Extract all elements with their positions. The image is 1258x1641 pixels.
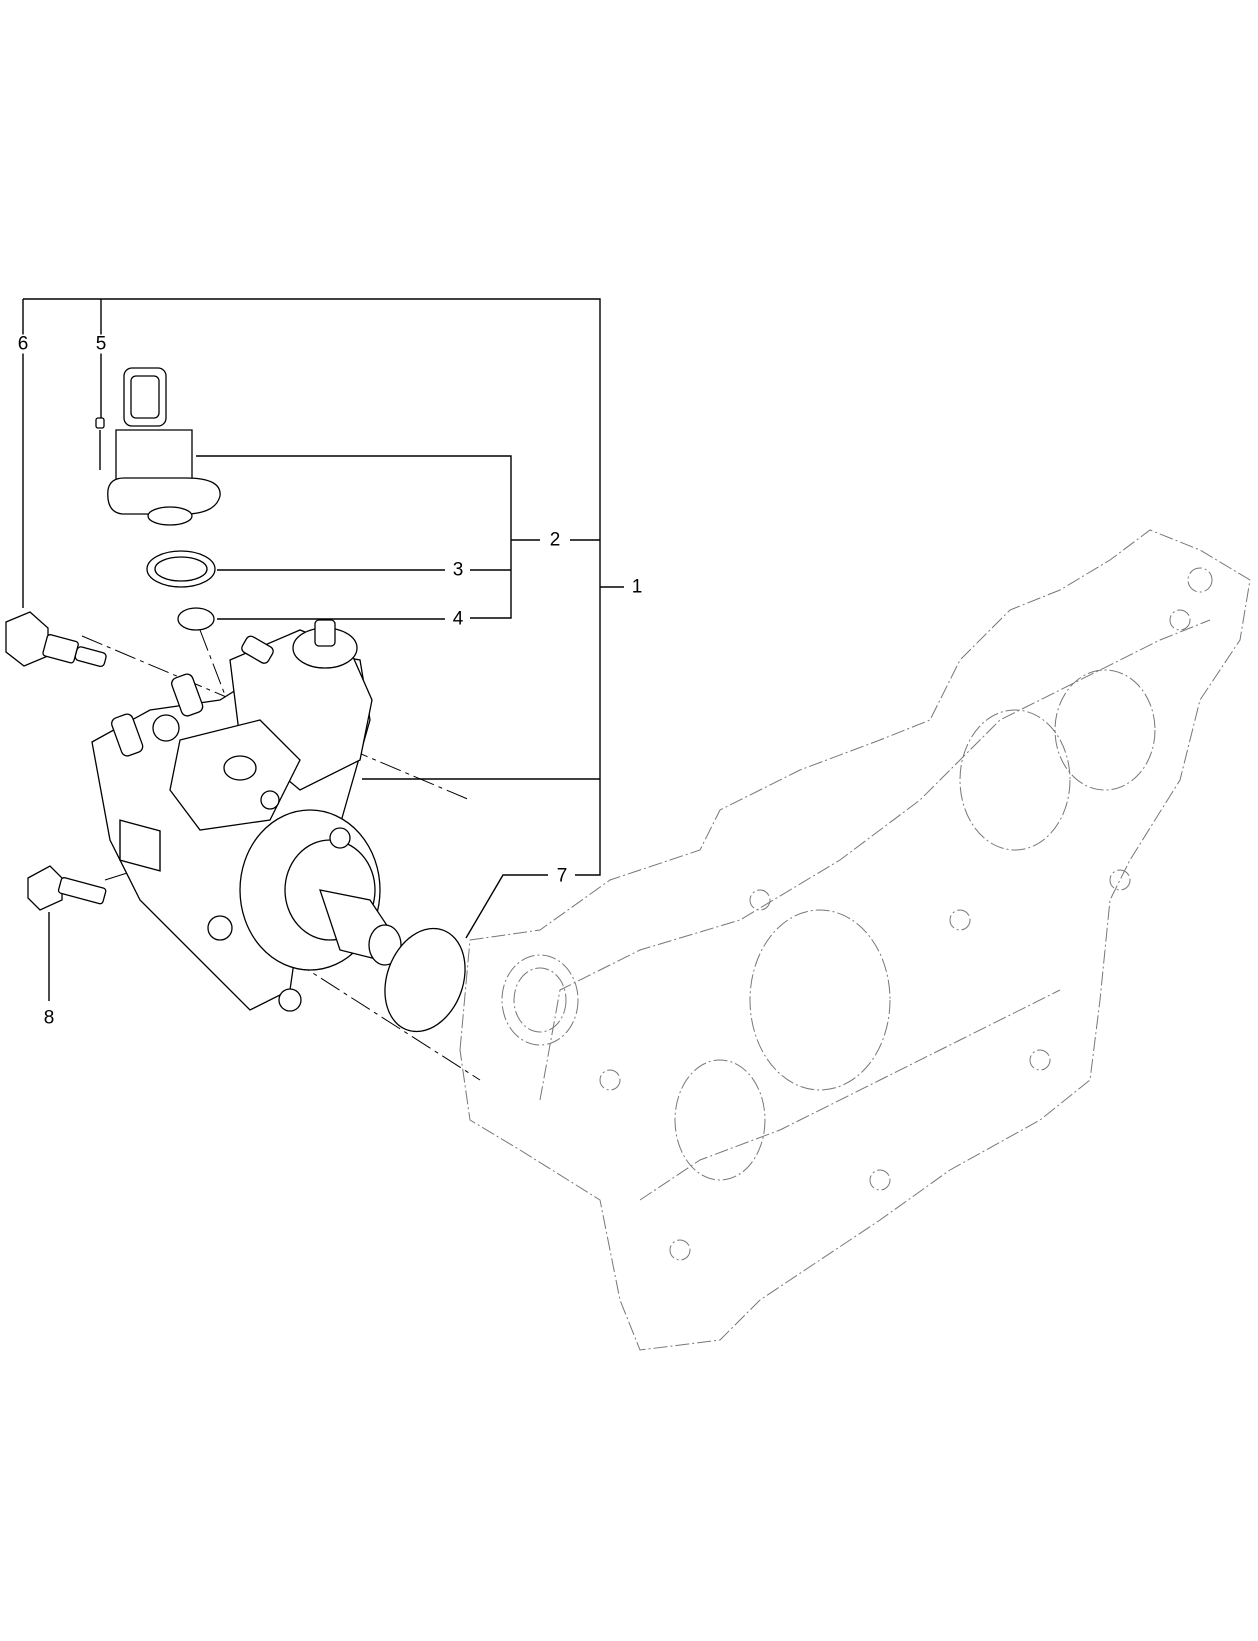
callout-8: 8 [41,1007,57,1029]
o-ring-small [177,607,215,631]
callout-7: 7 [554,865,570,887]
callout-6: 6 [15,333,31,355]
callout-3: 3 [450,559,466,581]
temperature-sensor [5,611,107,668]
high-pressure-pump [91,619,402,1012]
seal-ring [146,550,216,588]
callout-5: 5 [93,333,109,355]
o-ring-large [384,927,466,1033]
pressure-control-valve [95,367,221,526]
engine-housing-ghost [459,529,1251,1351]
callout-2: 2 [547,529,563,551]
callout-1: 1 [629,576,645,598]
flange-bolt [27,865,107,911]
callout-leader-lines [22,298,624,1001]
callout-4: 4 [450,608,466,630]
